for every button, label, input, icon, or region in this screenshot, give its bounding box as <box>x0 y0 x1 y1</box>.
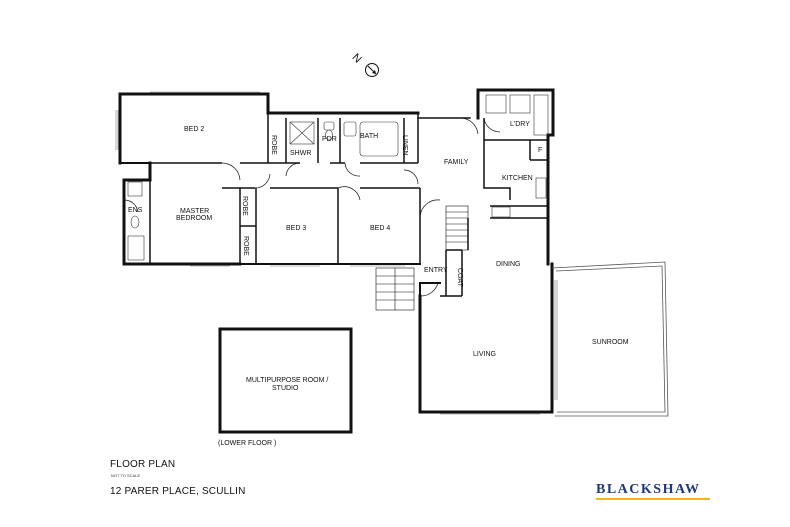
brand-logo-underline <box>596 498 710 500</box>
room-label-ldry: L'DRY <box>510 121 530 128</box>
room-label-bed2: BED 2 <box>184 126 204 133</box>
property-address: 12 PARER PLACE, SCULLIN <box>110 486 246 497</box>
room-label-bed3: BED 3 <box>286 225 306 232</box>
room-label-entry: ENTRY <box>424 267 448 274</box>
fixtures <box>127 94 549 261</box>
not-to-scale-note: NOT TO SCALE <box>111 473 141 478</box>
room-label-pdr: PDR <box>322 136 337 143</box>
studio-walls <box>218 327 353 434</box>
plan-title: FLOOR PLAN <box>110 459 176 470</box>
room-label-linen: LINEN <box>401 135 408 156</box>
room-label-bath: BATH <box>360 133 378 140</box>
north-label: N <box>350 52 364 66</box>
room-label-robe: ROBE <box>270 135 277 155</box>
lower-floor-note: (LOWER FLOOR ) <box>218 440 276 447</box>
door-swings <box>123 117 501 297</box>
room-label-family: FAMILY <box>444 159 469 166</box>
room-label-kitchen: KITCHEN <box>502 175 533 182</box>
room-label-robe-2: ROBE <box>241 196 248 216</box>
room-label-bed4: BED 4 <box>370 225 390 232</box>
room-label-sunroom: SUNROOM <box>592 339 629 346</box>
brand-logo: BLACKSHAW <box>596 482 701 497</box>
windows <box>115 91 558 415</box>
room-label-ens: ENS <box>128 207 143 214</box>
room-label-master-2: BEDROOM <box>176 215 212 222</box>
stairs <box>375 205 469 311</box>
room-label-studio-1: MULTIPURPOSE ROOM / <box>246 377 328 384</box>
room-label-dining: DINING <box>496 261 521 268</box>
room-label-coat: COAT <box>456 268 463 288</box>
room-label-shwr: SHWR <box>290 150 311 157</box>
north-arrow-icon <box>365 63 379 77</box>
room-label-studio-2: STUDIO <box>272 385 299 392</box>
sunroom-outline <box>551 261 669 417</box>
room-label-master-1: MASTER <box>180 208 209 215</box>
exterior-walls <box>118 88 555 414</box>
room-label-living: LIVING <box>473 351 496 358</box>
interior-walls <box>149 113 548 297</box>
room-label-robe-3: ROBE <box>242 236 249 256</box>
fridge-label: F <box>538 147 542 154</box>
